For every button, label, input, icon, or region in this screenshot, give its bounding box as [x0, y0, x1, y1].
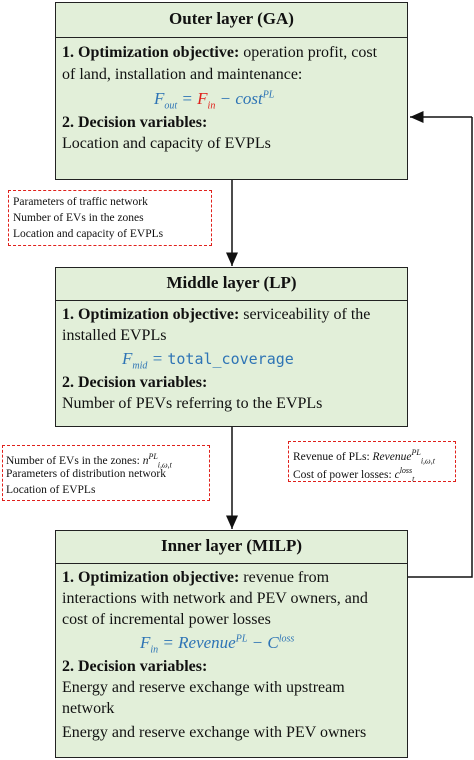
inner-objective: 1. Optimization objective: revenue from — [62, 568, 329, 588]
inner-objective-text-2: interactions with network and PEV owners… — [62, 590, 368, 607]
note-outer-to-middle: Parameters of traffic network Number of … — [8, 190, 212, 246]
note-item: Parameters of traffic network — [13, 196, 148, 208]
middle-objective-label: 1. Optimization objective: — [62, 306, 240, 323]
middle-decision-text: Number of PEVs referring to the EVPLs — [62, 395, 323, 412]
middle-layer-title: Middle layer (LP) — [166, 273, 297, 292]
feedback-line-inner-to-outer — [408, 117, 473, 578]
outer-formula: Fout = Fin − costPL — [154, 89, 275, 112]
middle-decision-label: 2. Decision variables: — [62, 374, 208, 391]
outer-layer-box: Outer layer (GA) 1. Optimization objecti… — [55, 2, 408, 180]
middle-objective-text-1: serviceability of the — [239, 306, 371, 323]
outer-objective-text-2: of land, installation and maintenance: — [62, 66, 303, 83]
outer-decision-label: 2. Decision variables: — [62, 114, 208, 131]
middle-layer-box: Middle layer (LP) 1. Optimization object… — [55, 267, 408, 427]
outer-layer-divider — [56, 37, 407, 38]
inner-formula: Fin = RevenuePL − Closs — [140, 633, 295, 656]
note-item: Revenue of PLs: RevenuePLi,ω,t — [293, 448, 435, 466]
outer-objective: 1. Optimization objective: operation pro… — [62, 43, 377, 63]
note-item: Cost of power losses: closst — [293, 466, 415, 484]
outer-objective-label: 1. Optimization objective: — [62, 44, 240, 61]
inner-decision-1: Energy and reserve exchange with upstrea… — [62, 679, 345, 696]
note-inner-to-outer: Revenue of PLs: RevenuePLi,ω,t Cost of p… — [288, 441, 456, 483]
outer-formula-fin: Fin — [197, 89, 216, 112]
middle-objective-text-2: installed EVPLs — [62, 327, 167, 344]
note-item: Number of EVs in the zones — [13, 212, 144, 224]
inner-decision-3: Energy and reserve exchange with PEV own… — [62, 724, 367, 741]
middle-layer-divider — [56, 300, 407, 301]
outer-layer-title: Outer layer (GA) — [169, 9, 294, 28]
inner-layer-box: Inner layer (MILP) 1. Optimization objec… — [55, 530, 408, 758]
note-item: Number of EVs in the zones: nPLi,ω,t — [6, 452, 172, 470]
inner-decision-2: network — [62, 700, 115, 717]
note-item: Location and capacity of EVPLs — [13, 228, 164, 240]
inner-objective-label: 1. Optimization objective: — [62, 569, 240, 586]
note-item: Parameters of distribution network — [6, 468, 167, 480]
inner-objective-text-1: revenue from — [239, 569, 330, 586]
inner-objective-text-3: cost of incremental power losses — [62, 611, 271, 628]
inner-layer-title: Inner layer (MILP) — [160, 536, 303, 555]
middle-objective: 1. Optimization objective: serviceabilit… — [62, 305, 370, 325]
outer-objective-text-1: operation profit, cost — [239, 44, 378, 61]
note-middle-to-inner: Number of EVs in the zones: nPLi,ω,t Par… — [2, 445, 210, 501]
inner-decision-label: 2. Decision variables: — [62, 658, 208, 675]
inner-layer-divider — [56, 563, 407, 564]
middle-formula: Fmid = total_coverage — [122, 349, 294, 372]
note-item: Location of EVPLs — [6, 484, 96, 496]
outer-decision-text: Location and capacity of EVPLs — [62, 135, 271, 152]
